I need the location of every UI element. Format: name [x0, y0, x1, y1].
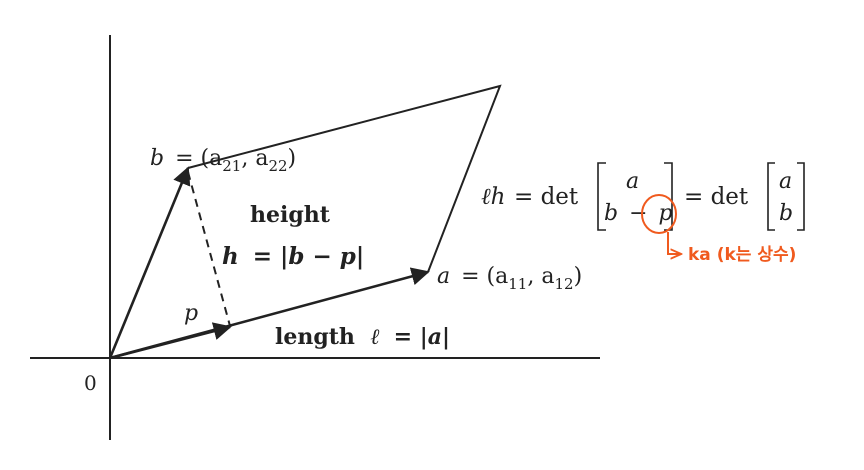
matrix1-top: a	[626, 169, 639, 194]
annotation-arrow	[667, 232, 680, 254]
parallelogram-outline	[187, 84, 502, 273]
height-formula: h = |b − p|	[222, 243, 364, 270]
annotation-circle	[641, 194, 677, 234]
formula-lhs: ℓh	[481, 184, 505, 210]
formula-eq2: = det	[684, 184, 749, 210]
annotation-text: ka (k는 상수)	[688, 245, 796, 265]
matrix1-bottom: b − p	[604, 201, 673, 226]
b-label: b = (a21, a22)	[150, 146, 296, 175]
matrix2-bottom: b	[779, 201, 793, 226]
vector-b	[108, 166, 191, 359]
height-word: height	[250, 202, 331, 228]
matrix2-right-bracket	[797, 162, 805, 231]
vector-p	[109, 322, 232, 360]
height-dashed-line	[187, 171, 231, 327]
matrix1-left-bracket	[597, 162, 606, 231]
p-label: p	[184, 301, 198, 326]
matrix2-top: a	[779, 169, 792, 194]
matrix2-left-bracket	[767, 162, 775, 231]
a-label: a = (a11, a12)	[437, 264, 582, 293]
determinant-formula: ℓh = det a b − p = det a b	[481, 162, 805, 231]
length-formula: length ℓ = |a|	[275, 324, 450, 350]
origin-label: 0	[84, 371, 97, 395]
formula-eq1: = det	[514, 184, 579, 210]
